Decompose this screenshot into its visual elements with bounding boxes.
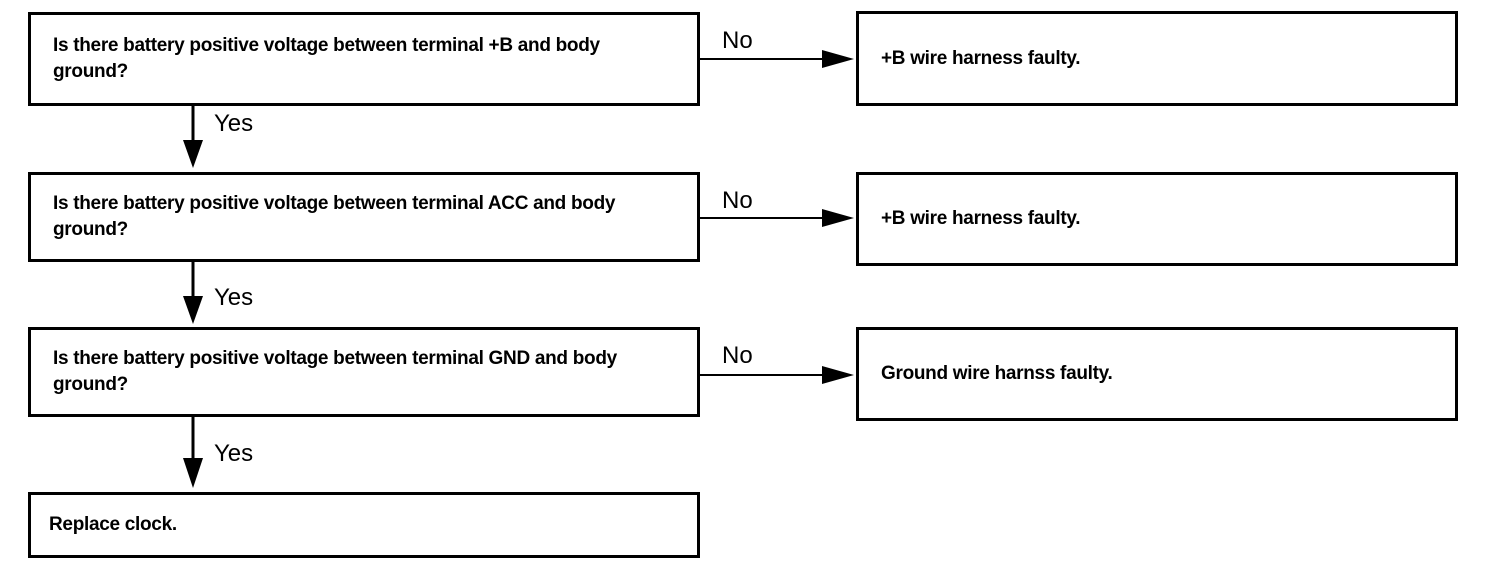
- no-label-1: No: [722, 27, 753, 54]
- result-box-2: +B wire harness faulty.: [856, 172, 1458, 266]
- question-box-1: Is there battery positive voltage betwee…: [28, 12, 700, 106]
- result-box-3: Ground wire harnss faulty.: [856, 327, 1458, 421]
- yes-arrow-1: [183, 105, 203, 168]
- yes-arrow-2: [183, 261, 203, 324]
- result-text-3: Ground wire harnss faulty.: [881, 363, 1113, 384]
- no-arrow-3: [700, 366, 854, 384]
- yes-label-2: Yes: [214, 284, 254, 311]
- question-text-1: Is there battery positive voltage betwee…: [53, 35, 600, 82]
- yes-arrow-3: [183, 416, 203, 488]
- final-box: Replace clock.: [28, 492, 700, 558]
- question-text-2: Is there battery positive voltage betwee…: [53, 193, 616, 240]
- result-text-1: +B wire harness faulty.: [881, 47, 1081, 69]
- no-label-2: No: [722, 187, 753, 214]
- question-text-3: Is there battery positive voltage betwee…: [53, 348, 617, 395]
- final-text: Replace clock.: [49, 514, 177, 535]
- no-arrow-1: [700, 50, 854, 68]
- no-label-3: No: [722, 342, 753, 369]
- result-box-1: +B wire harness faulty.: [856, 11, 1458, 106]
- question-box-2: Is there battery positive voltage betwee…: [28, 172, 700, 262]
- yes-label-3: Yes: [214, 440, 254, 467]
- result-text-2: +B wire harness faulty.: [881, 208, 1081, 229]
- question-box-3: Is there battery positive voltage betwee…: [28, 327, 700, 417]
- no-arrow-2: [700, 209, 854, 227]
- yes-label-1: Yes: [214, 110, 254, 137]
